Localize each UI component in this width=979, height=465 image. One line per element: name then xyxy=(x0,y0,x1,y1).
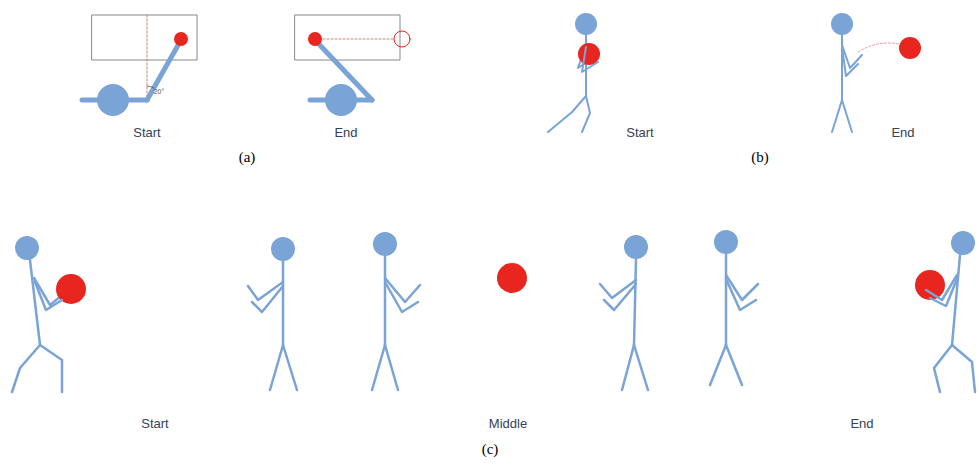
stick-leg xyxy=(548,96,586,132)
stick-leg xyxy=(934,345,952,392)
stick-arm xyxy=(930,279,957,306)
stick-leg xyxy=(726,345,742,385)
angle-label: 20° xyxy=(154,88,165,95)
stick-leg xyxy=(634,345,648,390)
phase-label: Middle xyxy=(489,416,527,431)
path-guide xyxy=(315,39,394,40)
stick-leg xyxy=(710,345,726,385)
ball xyxy=(174,32,188,46)
stick-body xyxy=(30,260,40,345)
stick-leg xyxy=(832,100,842,132)
ghost-ball xyxy=(394,31,410,47)
ball xyxy=(308,32,322,46)
stick-body xyxy=(282,261,285,345)
stick-head xyxy=(624,235,648,259)
body-circle xyxy=(97,84,129,116)
stick-head xyxy=(373,232,397,256)
stick-arm xyxy=(252,286,283,312)
stick-body xyxy=(634,259,636,345)
body-circle xyxy=(325,84,357,116)
panel-a xyxy=(82,15,410,116)
stick-arm xyxy=(35,282,62,310)
stick-head xyxy=(575,13,597,35)
phase-label: End xyxy=(850,416,873,431)
phase-label: Start xyxy=(626,125,653,140)
panel-label: (a) xyxy=(239,149,256,166)
arm-segment xyxy=(147,40,181,100)
phase-label: End xyxy=(334,125,357,140)
stick-leg xyxy=(952,345,975,392)
stick-arm xyxy=(582,47,598,72)
ball xyxy=(899,37,921,59)
target-box xyxy=(92,15,197,60)
phase-label: Start xyxy=(133,125,160,140)
ball xyxy=(915,270,945,300)
stick-head xyxy=(831,13,853,35)
phase-label: End xyxy=(891,125,914,140)
stick-leg xyxy=(283,345,297,390)
stick-head xyxy=(951,231,975,255)
stick-arm xyxy=(604,284,636,310)
panel-label: (c) xyxy=(482,441,499,458)
stick-leg xyxy=(40,345,62,392)
stick-leg xyxy=(385,345,398,390)
stick-head xyxy=(15,236,39,260)
target-box xyxy=(295,15,400,60)
stick-leg xyxy=(622,345,634,390)
panel-b xyxy=(548,13,921,132)
stick-body xyxy=(952,255,960,345)
panel-c xyxy=(12,230,975,392)
stick-leg xyxy=(12,345,40,392)
stick-leg xyxy=(372,345,385,390)
stick-head xyxy=(271,237,295,261)
stick-head xyxy=(714,230,738,254)
throw-trajectory xyxy=(858,43,899,52)
phase-label: Start xyxy=(141,416,168,431)
stick-leg xyxy=(270,345,283,390)
arm-segment xyxy=(315,40,372,100)
stick-arm xyxy=(385,282,418,312)
stick-arm xyxy=(726,279,756,310)
vertical-guide xyxy=(147,15,148,97)
stick-body xyxy=(384,256,387,345)
ball xyxy=(497,263,527,293)
stick-leg xyxy=(582,96,590,132)
panel-label: (b) xyxy=(751,149,769,166)
stick-leg xyxy=(842,100,852,132)
stick-arm xyxy=(842,47,858,76)
stick-body xyxy=(725,254,728,345)
angle-arc xyxy=(147,86,154,88)
